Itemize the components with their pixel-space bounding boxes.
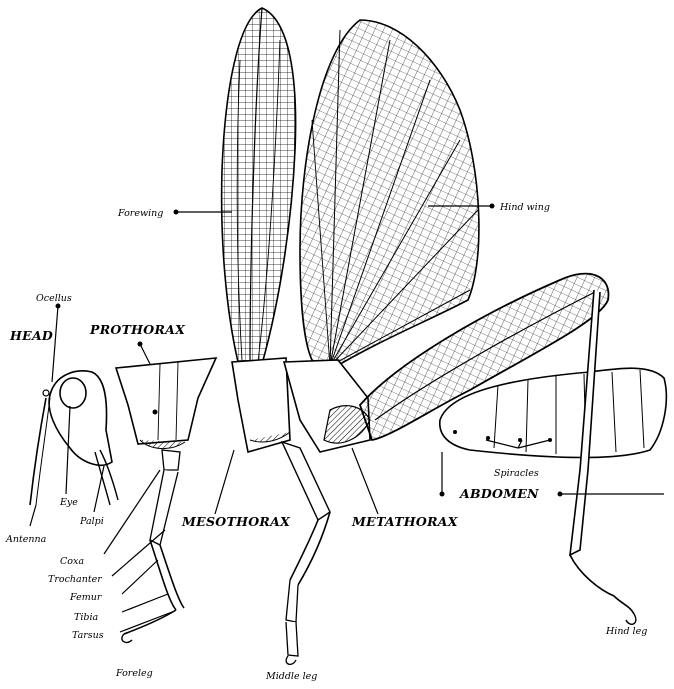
label-hind-wing: Hind wing (499, 202, 550, 213)
metathorax-drawing (284, 360, 370, 452)
label-prothorax: PROTHORAX (89, 322, 186, 337)
label-ocellus: Ocellus (36, 293, 72, 304)
label-abdomen: ABDOMEN (459, 486, 539, 501)
label-antenna: Antenna (5, 534, 47, 545)
mesothorax-drawing (232, 358, 290, 452)
label-head: HEAD (9, 328, 53, 343)
label-spiracles: Spiracles (494, 468, 539, 479)
label-mesothorax: MESOTHORAX (181, 514, 291, 529)
foreleg-drawing (122, 450, 184, 642)
hind-wing-drawing (300, 20, 479, 370)
label-palpi: Palpi (79, 516, 104, 527)
label-foreleg: Foreleg (115, 668, 153, 679)
label-coxa: Coxa (60, 556, 84, 567)
forewing-drawing (222, 8, 296, 364)
label-middle-leg: Middle leg (265, 671, 317, 682)
label-forewing: Forewing (117, 208, 163, 219)
label-tibia: Tibia (74, 612, 98, 623)
label-eye: Eye (59, 497, 78, 508)
label-femur: Femur (69, 592, 103, 603)
label-hind-leg: Hind leg (605, 626, 647, 637)
label-trochanter: Trochanter (48, 574, 103, 585)
prothorax-drawing (116, 358, 216, 449)
label-tarsus: Tarsus (72, 630, 104, 641)
label-metathorax: METATHORAX (351, 514, 459, 529)
middle-leg-drawing (282, 442, 330, 664)
head-drawing (30, 371, 118, 505)
